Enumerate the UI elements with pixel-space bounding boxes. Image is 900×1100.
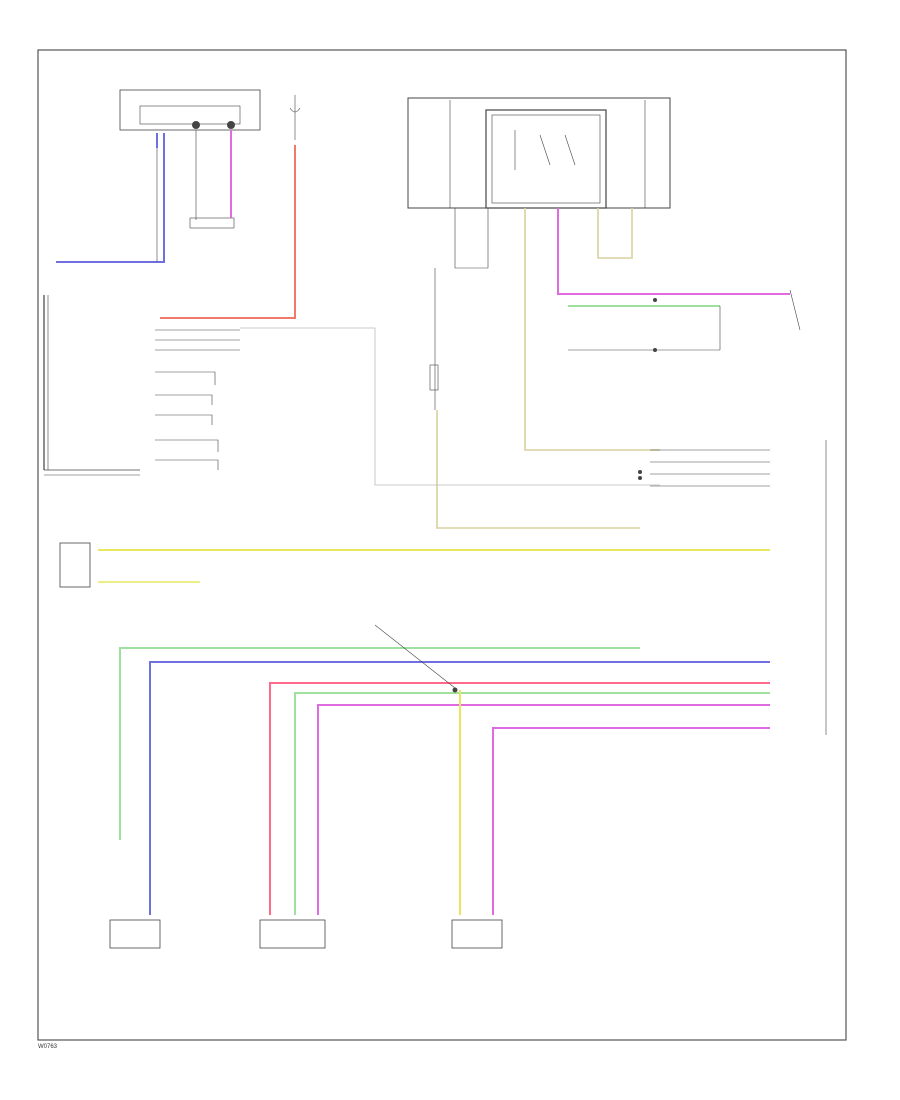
wire-tan-center xyxy=(436,410,640,529)
body-control-module xyxy=(43,295,140,476)
wire-pink-bus xyxy=(269,682,770,915)
drawing-code: W0763 xyxy=(38,1044,58,1050)
wire-red-upper xyxy=(160,145,296,319)
wire-gray-return xyxy=(240,327,660,486)
leader-line xyxy=(374,624,456,689)
wire-green-bus-2 xyxy=(294,692,770,915)
sensor-lower-left xyxy=(109,919,161,949)
connector-block-left xyxy=(189,130,235,229)
sensor-lower-middle xyxy=(259,919,326,949)
wire-magenta-bus xyxy=(317,704,770,915)
small-fuse xyxy=(289,95,301,140)
splice-dots xyxy=(452,298,657,693)
wire-tan-main xyxy=(524,208,660,451)
sensor-box-left xyxy=(59,542,91,588)
right-top-connector xyxy=(719,289,801,350)
left-fuse-block xyxy=(119,89,261,131)
wire-tan-loop xyxy=(597,208,633,259)
wire-green-bus xyxy=(119,647,640,840)
wire-blue-left xyxy=(56,133,165,263)
sensor-lower-right xyxy=(451,919,503,949)
center-switch xyxy=(429,208,489,410)
main-fuse-box xyxy=(407,97,671,209)
wire-magenta-vertical xyxy=(492,727,770,915)
right-connector-stack xyxy=(650,440,827,735)
wire-blue-bus xyxy=(149,661,770,915)
module-pins xyxy=(155,329,240,470)
wire-magenta-upper xyxy=(557,208,790,295)
page-frame xyxy=(37,49,847,1041)
